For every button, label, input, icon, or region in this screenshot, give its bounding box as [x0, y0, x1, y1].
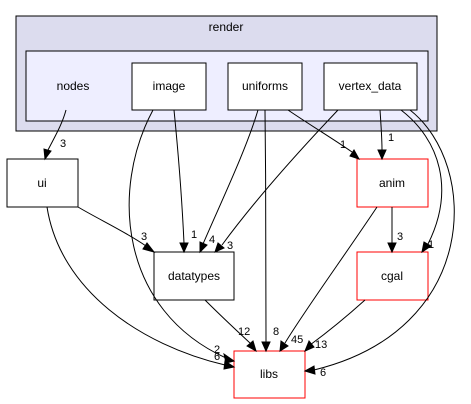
node-datatypes[interactable]: datatypes [153, 251, 235, 301]
node-vertex-data-label: vertex_data [339, 79, 402, 93]
edge-vertex-anim: 1 [377, 109, 394, 161]
edge-label-uniforms-libs: 8 [273, 326, 279, 338]
node-image[interactable]: image [131, 62, 207, 111]
edge-label-vertex-datatypes: 3 [227, 240, 233, 252]
node-datatypes-label: datatypes [168, 269, 220, 283]
edge-vertex-libs: 6 [303, 109, 455, 379]
node-cgal[interactable]: cgal [356, 251, 429, 301]
node-libs-label: libs [260, 367, 278, 381]
edge-label-cgal-libs: 13 [315, 339, 327, 351]
edge-label-anim-libs: 45 [291, 334, 303, 346]
node-cgal-label: cgal [381, 269, 403, 283]
edge-label-vertex-libs: 6 [320, 367, 326, 379]
edge-label-uniforms-datatypes: 4 [209, 234, 215, 246]
edge-label-datatypes-libs: 12 [238, 326, 250, 338]
edge-label-vertex-anim: 1 [388, 132, 394, 144]
edge-anim-libs: 45 [279, 206, 378, 352]
edge-datatypes-libs: 12 [204, 299, 257, 353]
edge-ui-datatypes: 3 [77, 206, 156, 253]
edge-label-vertex-cgal: 1 [428, 239, 434, 251]
node-libs[interactable]: libs [233, 350, 306, 399]
edge-label-ui-datatypes: 3 [141, 231, 147, 243]
node-nodes-label: nodes [57, 79, 90, 93]
edge-label-nodes-ui: 3 [60, 138, 66, 150]
node-anim-label: anim [379, 176, 405, 190]
edge-label-image-libs: 2 [214, 344, 220, 356]
edge-vertex-datatypes: 3 [214, 109, 339, 253]
node-anim[interactable]: anim [356, 158, 429, 208]
edge-image-libs: 2 [128, 109, 236, 364]
edge-label-uniforms-anim: 1 [340, 139, 346, 151]
edge-nodes-ui: 3 [43, 109, 67, 161]
edge-vertex-cgal: 1 [400, 109, 443, 254]
edge-label-image-datatypes: 1 [191, 229, 197, 241]
edge-cgal-libs: 13 [304, 299, 366, 352]
node-ui-label: ui [37, 176, 46, 190]
node-image-label: image [153, 79, 186, 93]
edge-image-datatypes: 1 [173, 109, 197, 254]
edge-uniforms-libs: 8 [261, 109, 279, 353]
edge-uniforms-datatypes: 4 [199, 109, 259, 254]
node-vertex-data[interactable]: vertex_data [323, 62, 418, 111]
edge-uniforms-anim: 1 [287, 109, 361, 160]
node-uniforms-label: uniforms [242, 79, 288, 93]
cluster-render-title: render [209, 20, 244, 34]
edge-anim-cgal: 3 [387, 207, 403, 254]
edge-label-ui-libs: 6 [214, 351, 220, 363]
node-ui[interactable]: ui [6, 158, 79, 208]
node-uniforms[interactable]: uniforms [227, 62, 303, 111]
edge-label-anim-cgal: 3 [397, 231, 403, 243]
